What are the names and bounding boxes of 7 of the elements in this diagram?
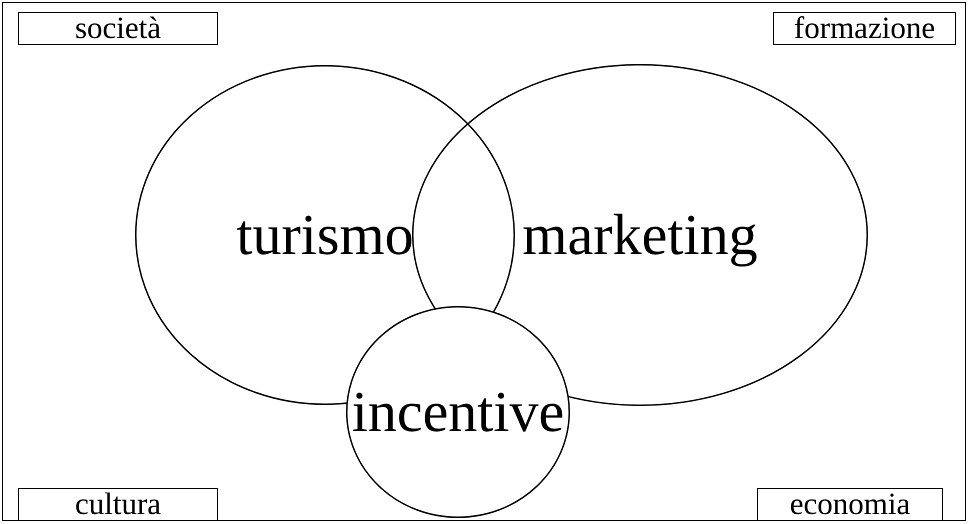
set-label: incentive [352,382,564,442]
category-label: società [18,12,218,45]
category-label: economia [757,488,943,521]
category-label: cultura [18,488,218,521]
set-label: marketing [522,205,758,265]
set-label: turismo [236,205,414,265]
category-label: formazione [773,12,956,45]
